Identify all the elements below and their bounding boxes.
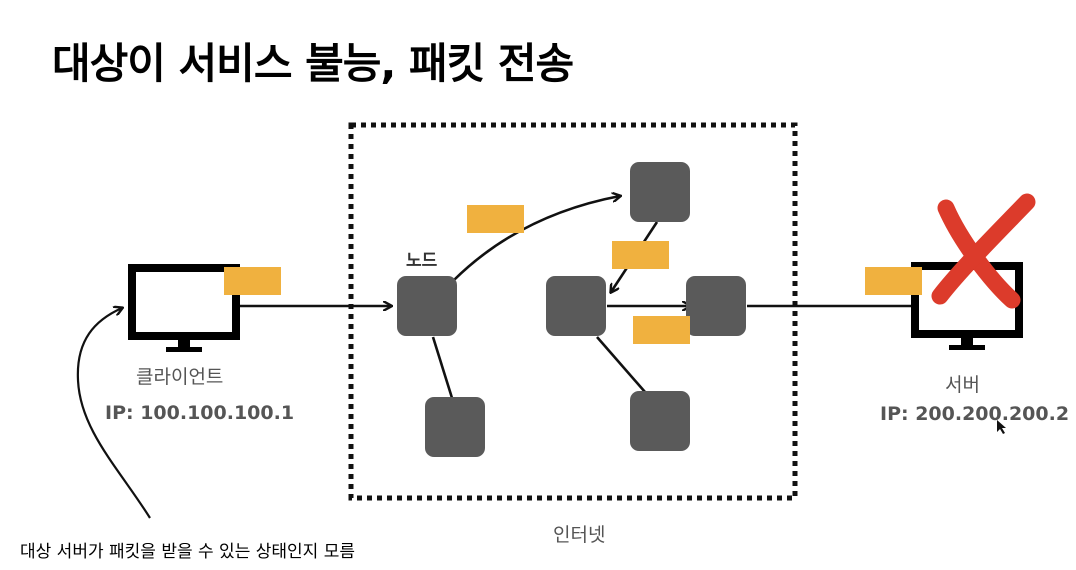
caption-note: 대상 서버가 패킷을 받을 수 있는 상태인지 모름 bbox=[20, 542, 355, 562]
internet-label: 인터넷 bbox=[553, 524, 606, 546]
server-label: 서버 bbox=[945, 374, 980, 396]
cursor-icon bbox=[997, 420, 1006, 434]
packet bbox=[224, 267, 281, 295]
client-computer-icon bbox=[128, 264, 240, 352]
router-node bbox=[425, 397, 485, 457]
x-mark-icon bbox=[931, 193, 1036, 309]
packet bbox=[612, 241, 669, 269]
server-ip: IP: 200.200.200.2 bbox=[880, 403, 1070, 425]
router-node bbox=[630, 162, 690, 222]
packet bbox=[865, 267, 922, 295]
router-node bbox=[397, 276, 457, 336]
router-node bbox=[686, 276, 746, 336]
router-node bbox=[546, 276, 606, 336]
edge-node-to-top bbox=[453, 196, 620, 281]
packet bbox=[467, 205, 524, 233]
internet-boundary bbox=[348, 122, 798, 501]
router-node bbox=[630, 391, 690, 451]
edge-node-to-bottom-left bbox=[431, 336, 454, 399]
edge-middle-to-bottom-right bbox=[596, 336, 646, 393]
page-title: 대상이 서비스 불능, 패킷 전송 bbox=[52, 39, 574, 88]
annotation-arrow bbox=[76, 308, 151, 519]
client-label: 클라이언트 bbox=[136, 366, 224, 388]
client-ip: IP: 100.100.100.1 bbox=[105, 402, 295, 424]
node-label: 노드 bbox=[406, 251, 438, 271]
packet bbox=[633, 316, 690, 344]
